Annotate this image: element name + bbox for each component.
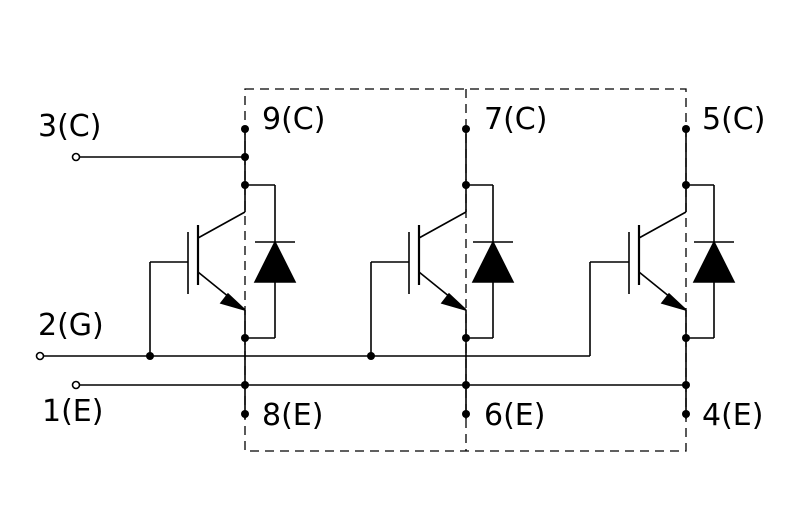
igbt-cell-1: [146, 125, 297, 419]
terminal-3-label: 3(C): [38, 109, 101, 144]
igbt-cell-2: [367, 125, 515, 419]
pin-8-label: 8(E): [262, 398, 323, 433]
igbt-cell-3: [589, 125, 736, 419]
pin-9-label: 9(C): [262, 102, 325, 137]
external-terminals: [35, 152, 686, 390]
pin-4-label: 4(E): [702, 398, 763, 433]
terminal-2-node: [35, 351, 45, 361]
terminal-1-label: 1(E): [42, 394, 103, 429]
pin-6-label: 6(E): [484, 398, 545, 433]
terminal-3-node: [71, 152, 81, 162]
terminal-1-node: [71, 380, 81, 390]
pin-7-label: 7(C): [484, 102, 547, 137]
pin-5-label: 5(C): [702, 102, 765, 137]
terminal-2-label: 2(G): [38, 308, 104, 343]
